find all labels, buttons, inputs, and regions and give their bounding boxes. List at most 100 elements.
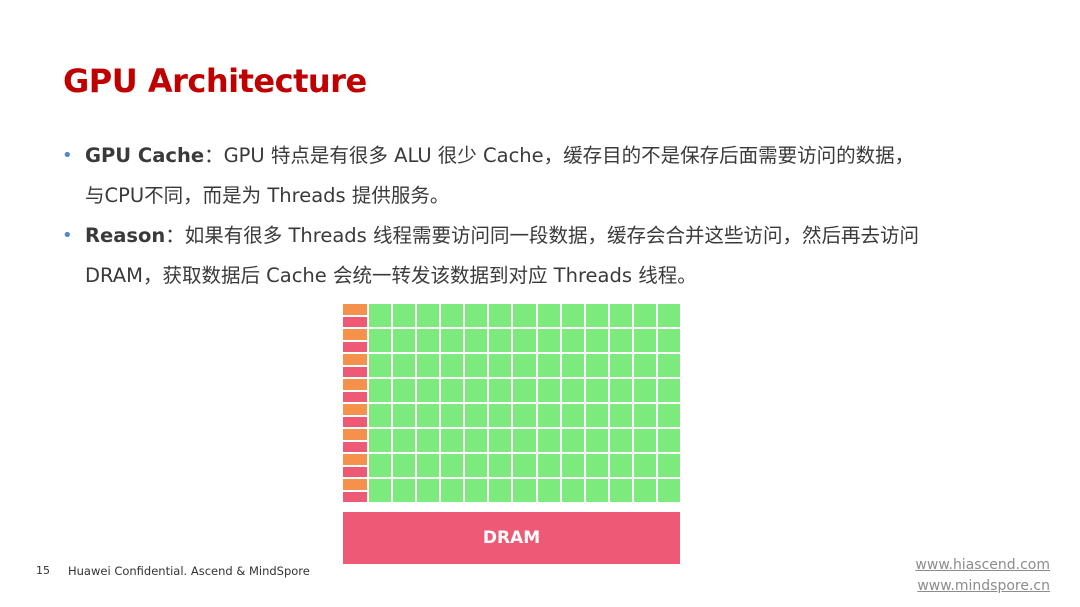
- alu-cell: [537, 329, 560, 352]
- alu-cell: [465, 379, 488, 402]
- alu-cell: [537, 454, 560, 477]
- alu-cell: [561, 404, 584, 427]
- bullet-continuation: 与CPU不同，而是为 Threads 提供服务。: [85, 184, 450, 207]
- bullet-text: ：GPU 特点是有很多 ALU 很少 Cache，缓存目的不是保存后面需要访问的…: [204, 144, 915, 167]
- alu-cell: [585, 454, 608, 477]
- alu-cell: [537, 404, 560, 427]
- alu-cell: [609, 379, 632, 402]
- bullet-key: GPU Cache: [85, 144, 205, 167]
- alu-cell: [441, 479, 464, 502]
- cache-cell: [343, 341, 367, 352]
- alu-cell: [585, 479, 608, 502]
- alu-cell: [417, 354, 440, 377]
- alu-cell: [609, 329, 632, 352]
- control-cell: [343, 429, 367, 440]
- page-number: 15: [36, 564, 50, 577]
- control-cell: [343, 354, 367, 365]
- cache-cell: [343, 416, 367, 427]
- bullet-key: Reason: [85, 224, 166, 247]
- alu-cell: [585, 404, 608, 427]
- control-cell: [343, 404, 367, 415]
- alu-cell: [561, 354, 584, 377]
- alu-cell: [561, 454, 584, 477]
- alu-cell: [393, 354, 416, 377]
- alu-cell: [369, 329, 392, 352]
- alu-cell: [609, 479, 632, 502]
- bullet-dot-icon: •: [62, 225, 73, 246]
- alu-cell: [633, 329, 656, 352]
- alu-cell: [513, 329, 536, 352]
- alu-cell: [609, 304, 632, 327]
- dram-block: DRAM: [343, 512, 680, 564]
- alu-cell: [441, 404, 464, 427]
- cache-cell: [343, 466, 367, 477]
- alu-cell: [441, 379, 464, 402]
- alu-cell: [465, 454, 488, 477]
- alu-cell: [441, 429, 464, 452]
- cache-cell: [343, 491, 367, 502]
- mindspore-link[interactable]: www.mindspore.cn: [917, 578, 1050, 594]
- alu-cell: [489, 354, 512, 377]
- bullet-line: Reason：如果有很多 Threads 线程需要访问同一段数据，缓存会合并这些…: [85, 216, 1042, 256]
- alu-cell: [657, 354, 680, 377]
- alu-cell: [657, 429, 680, 452]
- bullet-text: ：如果有很多 Threads 线程需要访问同一段数据，缓存会合并这些访问，然后再…: [165, 224, 920, 247]
- dram-label: DRAM: [482, 528, 541, 548]
- alu-cell: [537, 304, 560, 327]
- alu-cell: [657, 404, 680, 427]
- alu-cell: [537, 379, 560, 402]
- alu-cell: [657, 379, 680, 402]
- bullet-continuation: DRAM，获取数据后 Cache 会统一转发该数据到对应 Threads 线程。: [85, 264, 697, 287]
- alu-cell: [633, 404, 656, 427]
- alu-cell: [417, 304, 440, 327]
- cache-cell: [343, 316, 367, 327]
- alu-cell: [633, 429, 656, 452]
- alu-cell: [489, 454, 512, 477]
- control-cell: [343, 329, 367, 340]
- alu-cell: [393, 454, 416, 477]
- bullet-line: GPU Cache：GPU 特点是有很多 ALU 很少 Cache，缓存目的不是…: [85, 136, 1042, 176]
- alu-cell: [441, 454, 464, 477]
- alu-cell: [441, 329, 464, 352]
- alu-grid: [369, 304, 680, 502]
- alu-cell: [465, 404, 488, 427]
- hiascend-link[interactable]: www.hiascend.com: [915, 557, 1050, 573]
- alu-cell: [441, 304, 464, 327]
- alu-cell: [417, 429, 440, 452]
- alu-cell: [585, 379, 608, 402]
- bullet-dot-icon: •: [62, 145, 73, 166]
- alu-cell: [657, 454, 680, 477]
- alu-cell: [513, 454, 536, 477]
- alu-cell: [489, 429, 512, 452]
- alu-cell: [465, 329, 488, 352]
- alu-cell: [633, 379, 656, 402]
- control-cache-column: [343, 304, 367, 502]
- alu-cell: [561, 479, 584, 502]
- cache-cell: [343, 391, 367, 402]
- alu-cell: [369, 404, 392, 427]
- alu-cell: [417, 404, 440, 427]
- alu-cell: [393, 379, 416, 402]
- alu-cell: [585, 304, 608, 327]
- alu-cell: [633, 354, 656, 377]
- alu-cell: [537, 429, 560, 452]
- alu-cell: [537, 479, 560, 502]
- alu-cell: [489, 329, 512, 352]
- bullet-reason: • Reason：如果有很多 Threads 线程需要访问同一段数据，缓存会合并…: [62, 216, 1042, 296]
- alu-cell: [489, 479, 512, 502]
- alu-cell: [513, 354, 536, 377]
- alu-cell: [585, 429, 608, 452]
- bullet-gpu-cache: • GPU Cache：GPU 特点是有很多 ALU 很少 Cache，缓存目的…: [62, 136, 1042, 216]
- alu-cell: [633, 454, 656, 477]
- alu-cell: [633, 304, 656, 327]
- alu-cell: [465, 429, 488, 452]
- alu-cell: [609, 404, 632, 427]
- alu-cell: [609, 354, 632, 377]
- alu-cell: [513, 429, 536, 452]
- alu-cell: [585, 329, 608, 352]
- alu-cell: [393, 404, 416, 427]
- alu-cell: [657, 329, 680, 352]
- alu-cell: [465, 304, 488, 327]
- alu-cell: [441, 354, 464, 377]
- alu-cell: [561, 304, 584, 327]
